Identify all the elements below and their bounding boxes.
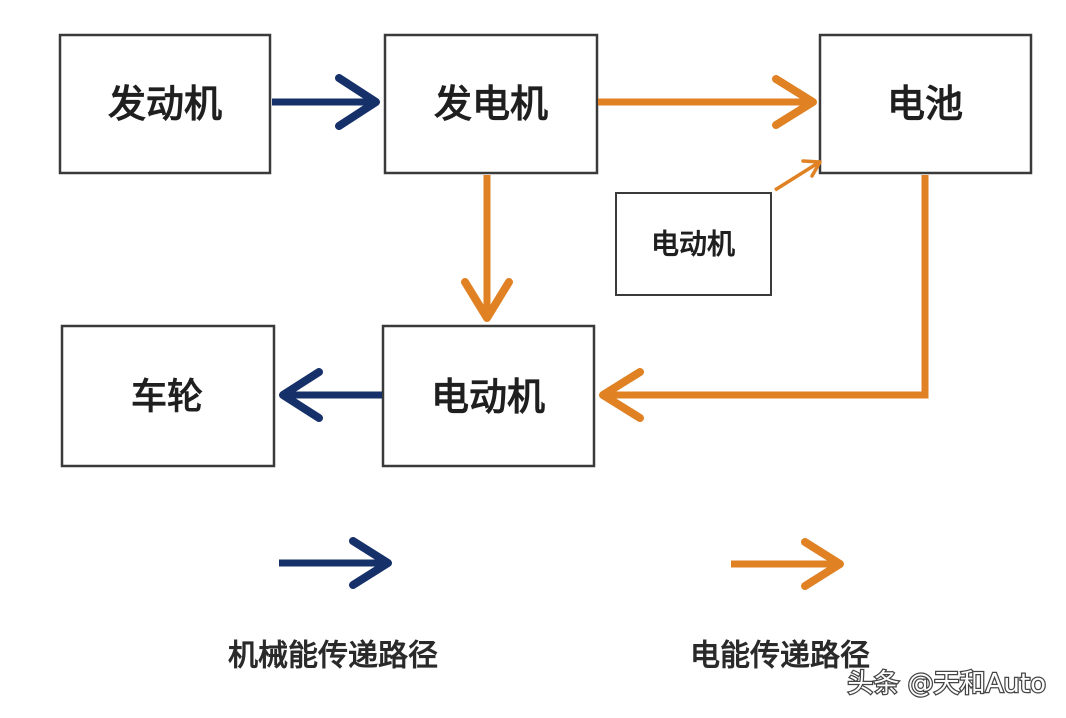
small-motor-label: 电动机 <box>651 228 735 261</box>
engine-label: 发动机 <box>108 82 222 126</box>
motor-node: 电动机 <box>381 324 596 468</box>
arrow-small-motor-to-battery <box>774 159 822 192</box>
arrow-generator-to-motor <box>461 175 513 322</box>
small-motor-node: 电动机 <box>615 192 772 296</box>
watermark: 头条 @天和Auto <box>847 669 1046 699</box>
arrow-engine-to-generator <box>272 74 380 130</box>
arrow-generator-to-battery <box>598 75 817 129</box>
arrow-motor-to-wheels <box>279 368 382 422</box>
generator-node: 发电机 <box>383 33 599 175</box>
legend-electrical: 电能传递路径 <box>690 538 870 674</box>
wheels-label: 车轮 <box>131 377 203 418</box>
engine-node: 发动机 <box>58 33 272 175</box>
motor-label: 电动机 <box>431 375 545 419</box>
legend-mechanical-arrow <box>279 537 392 589</box>
legend-mechanical-label: 机械能传递路径 <box>228 639 438 674</box>
legend-electrical-arrow <box>731 538 844 590</box>
battery-label: 电池 <box>887 82 963 126</box>
battery-node: 电池 <box>818 33 1033 175</box>
wheels-node: 车轮 <box>60 324 276 468</box>
legend-mechanical: 机械能传递路径 <box>228 537 438 674</box>
arrow-battery-to-motor <box>599 175 929 422</box>
generator-label: 发电机 <box>434 82 548 126</box>
legend-electrical-label: 电能传递路径 <box>690 639 870 674</box>
